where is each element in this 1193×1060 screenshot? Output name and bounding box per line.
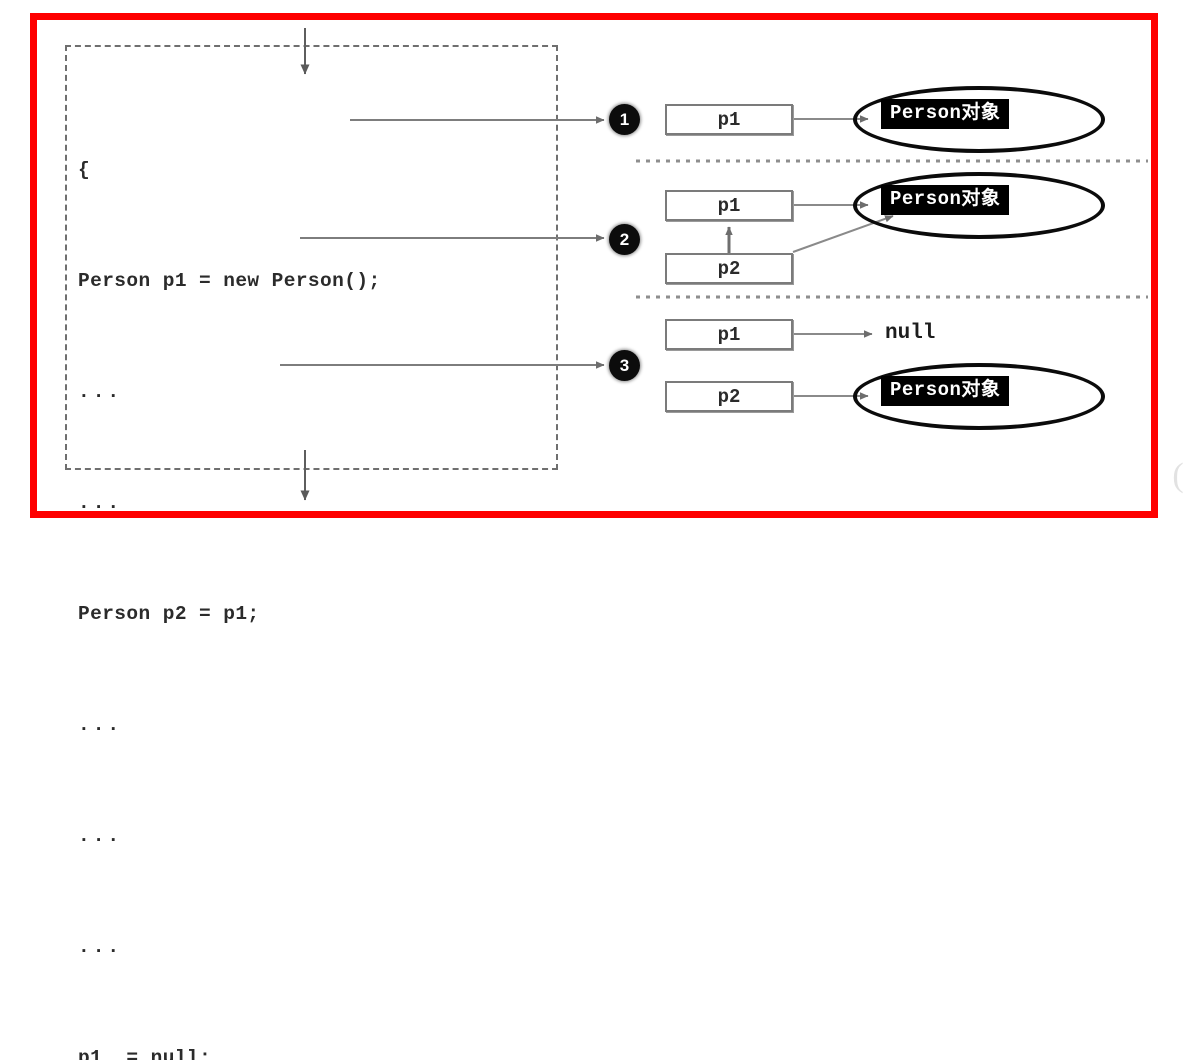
code-line-3: ... xyxy=(78,381,123,403)
var-box-p1-step1: p1 xyxy=(665,104,793,135)
var-box-p2-step2: p2 xyxy=(665,253,793,284)
null-label-step3: null xyxy=(885,322,936,345)
step-badge-3: 3 xyxy=(609,350,640,381)
object-ellipse-step3 xyxy=(853,363,1105,430)
step-badge-2: 2 xyxy=(609,224,640,255)
var-box-p1-step3: p1 xyxy=(665,319,793,350)
object-label-step1: Person对象 xyxy=(881,99,1010,129)
diagram-canvas: { Person p1 = new Person(); ... ... Pers… xyxy=(30,13,1184,1060)
code-dashed-container xyxy=(65,45,558,470)
code-line-9: p1 = null; xyxy=(78,1047,212,1060)
code-line-1: { xyxy=(78,159,91,181)
code-line-7: ... xyxy=(78,825,123,847)
code-line-5: Person p2 = p1; xyxy=(78,603,260,625)
watermark: ( xyxy=(1172,457,1184,494)
object-label-step3: Person对象 xyxy=(881,376,1010,406)
object-label-step2: Person对象 xyxy=(881,185,1010,215)
code-line-2: Person p1 = new Person(); xyxy=(78,270,381,292)
code-line-6: ... xyxy=(78,714,123,736)
object-ellipse-step2 xyxy=(853,172,1105,239)
code-line-8: ... xyxy=(78,936,123,958)
step-badge-1: 1 xyxy=(609,104,640,135)
code-block: { Person p1 = new Person(); ... ... Pers… xyxy=(78,78,381,1060)
code-line-4: ... xyxy=(78,492,123,514)
red-border-frame xyxy=(30,13,1158,518)
var-box-p1-step2: p1 xyxy=(665,190,793,221)
object-ellipse-step1 xyxy=(853,86,1105,153)
var-box-p2-step3: p2 xyxy=(665,381,793,412)
